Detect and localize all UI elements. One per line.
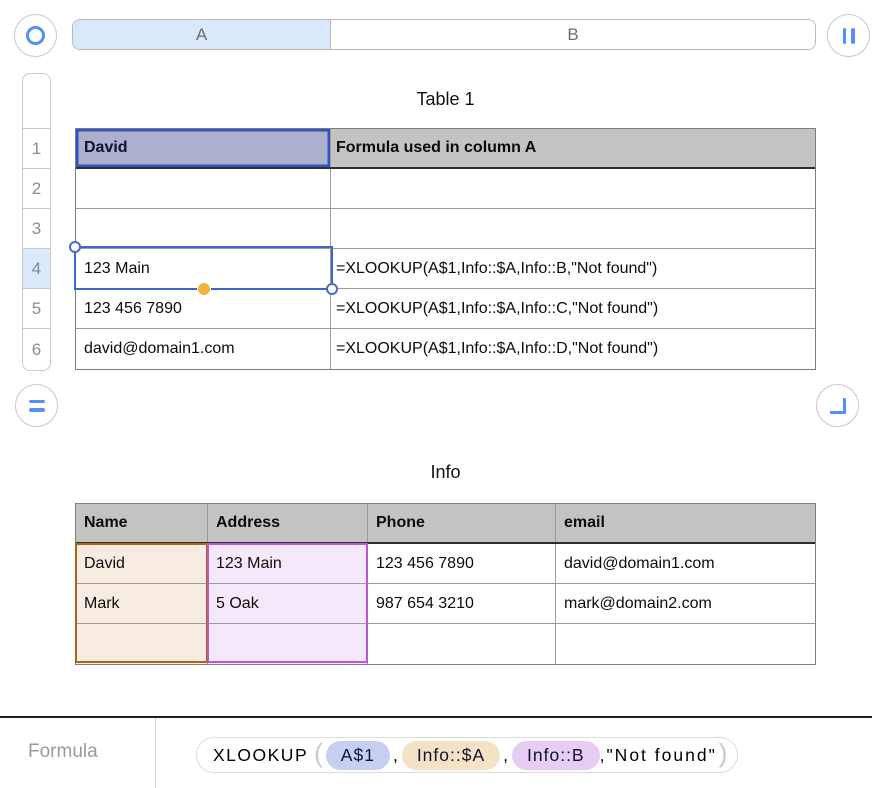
- table1-row-3: [76, 209, 815, 249]
- info-cell-email-2[interactable]: mark@domain2.com: [564, 594, 712, 612]
- row-header-4-selected[interactable]: 4: [23, 249, 50, 289]
- row-header-6[interactable]: 6: [31, 339, 42, 359]
- info-header-row: Name Address Phone email: [76, 504, 815, 544]
- cell-b2[interactable]: [331, 169, 815, 208]
- cell-b1-header[interactable]: Formula used in column A: [336, 139, 537, 156]
- row-header-spacer: [23, 74, 50, 129]
- formula-comma-1: ,: [392, 744, 399, 765]
- column-a-label: A: [195, 24, 208, 44]
- column-header-a[interactable]: A: [73, 20, 331, 49]
- info-cell-phone-1[interactable]: 123 456 7890: [368, 544, 556, 583]
- info-cell-address-3[interactable]: [208, 624, 368, 664]
- table-select-icon: [26, 26, 45, 45]
- table1-row-2: [76, 169, 815, 209]
- column-header-bar: A B: [72, 19, 816, 50]
- formula-bar-divider: [0, 716, 872, 718]
- formula-bar-label: Formula: [28, 741, 98, 762]
- cell-b3[interactable]: [331, 209, 815, 248]
- info-header-phone[interactable]: Phone: [368, 504, 556, 542]
- rows-icon: [28, 399, 45, 412]
- row-header-strip: 1 2 3 4 5 6: [22, 73, 51, 371]
- info-row-2: Mark 5 Oak 987 654 3210 mark@domain2.com: [76, 584, 815, 624]
- formula-token-lookup-value[interactable]: A$1: [325, 740, 390, 770]
- cell-b5-formula[interactable]: =XLOOKUP(A$1,Info::$A,Info::C,"Not found…: [336, 299, 659, 317]
- info-header-email[interactable]: email: [564, 514, 605, 531]
- cell-b6-formula[interactable]: =XLOOKUP(A$1,Info::$A,Info::D,"Not found…: [336, 340, 659, 357]
- formula-editor[interactable]: XLOOKUP ( A$1 , Info::$A , Info::B ,"Not…: [196, 737, 739, 773]
- table-resize-handle[interactable]: [816, 384, 859, 427]
- table1-title[interactable]: Table 1: [416, 89, 475, 109]
- table1: David Formula used in column A 123 Main …: [75, 128, 816, 370]
- close-paren-glyph: ): [718, 738, 728, 768]
- info-cell-name-3[interactable]: [76, 624, 208, 664]
- table-select-handle[interactable]: [14, 14, 57, 57]
- info-table-title[interactable]: Info: [430, 462, 461, 482]
- info-cell-phone-3[interactable]: [368, 624, 556, 664]
- info-header-name[interactable]: Name: [76, 504, 208, 542]
- row-header-1[interactable]: 1: [23, 129, 50, 169]
- row-header-2[interactable]: 2: [23, 169, 50, 209]
- cell-a4-selected[interactable]: 123 Main: [76, 249, 331, 288]
- cell-a3[interactable]: [76, 209, 331, 248]
- formula-token-result-range[interactable]: Info::B: [512, 740, 600, 770]
- info-cell-email-3[interactable]: [556, 624, 815, 664]
- cell-a2[interactable]: [76, 169, 331, 208]
- cell-a5[interactable]: 123 456 7890: [76, 289, 331, 328]
- resize-corner-icon: [829, 397, 846, 414]
- formula-token-search-range[interactable]: Info::$A: [401, 740, 501, 770]
- info-header-address[interactable]: Address: [208, 504, 368, 542]
- formula-function-name[interactable]: XLOOKUP: [213, 744, 309, 765]
- table1-row-6: david@domain1.com =XLOOKUP(A$1,Info::$A,…: [76, 329, 815, 369]
- row-header-5[interactable]: 5: [23, 289, 50, 329]
- column-header-b[interactable]: B: [331, 20, 815, 49]
- open-paren-glyph: (: [314, 738, 323, 768]
- info-cell-address-2[interactable]: 5 Oak: [208, 584, 368, 623]
- cell-a6[interactable]: david@domain1.com: [76, 329, 331, 369]
- columns-icon: [842, 27, 855, 44]
- column-b-label: B: [567, 24, 579, 44]
- formula-tail-text[interactable]: ,"Not found": [599, 744, 717, 765]
- info-cell-address-1[interactable]: 123 Main: [208, 544, 368, 583]
- table1-header-row: David Formula used in column A: [76, 129, 815, 169]
- info-table: Name Address Phone email David 123 Main …: [75, 503, 816, 665]
- table1-row-5: 123 456 7890 =XLOOKUP(A$1,Info::$A,Info:…: [76, 289, 815, 329]
- add-column-handle[interactable]: [827, 14, 870, 57]
- info-cell-name-1[interactable]: David: [76, 544, 208, 583]
- info-cell-phone-2[interactable]: 987 654 3210: [368, 584, 556, 623]
- formula-bar: Formula XLOOKUP ( A$1 , Info::$A , Info:…: [0, 718, 872, 788]
- add-row-handle[interactable]: [15, 384, 58, 427]
- cell-a1-selected-header[interactable]: David: [76, 129, 331, 167]
- info-row-3: [76, 624, 815, 664]
- formula-comma-2: ,: [503, 744, 510, 765]
- formula-bar-vertical-divider: [155, 718, 156, 788]
- info-cell-email-1[interactable]: david@domain1.com: [564, 554, 715, 572]
- info-row-1: David 123 Main 123 456 7890 david@domain…: [76, 544, 815, 584]
- info-cell-name-2[interactable]: Mark: [76, 584, 208, 623]
- table1-row-4: 123 Main =XLOOKUP(A$1,Info::$A,Info::B,"…: [76, 249, 815, 289]
- cell-b4-formula[interactable]: =XLOOKUP(A$1,Info::$A,Info::B,"Not found…: [336, 259, 658, 277]
- row-header-3[interactable]: 3: [23, 209, 50, 249]
